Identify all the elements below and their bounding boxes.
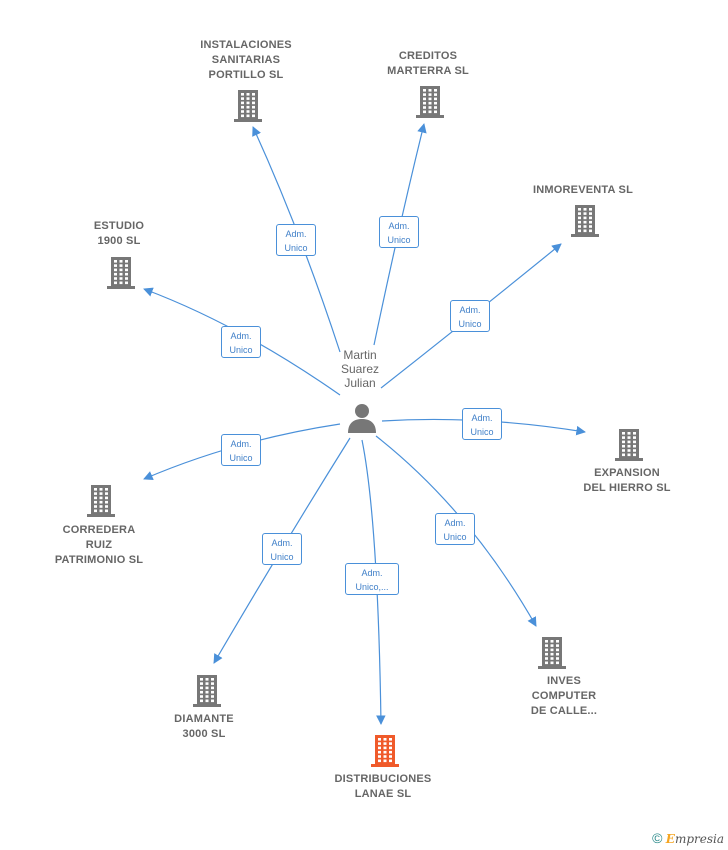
relation-label-estudio[interactable]: Adm.Unico — [221, 326, 261, 358]
empresia-watermark: © Empresia — [652, 830, 724, 846]
relation-label-diamante[interactable]: Adm.Unico — [262, 533, 302, 565]
building-icon[interactable] — [615, 427, 643, 461]
building-icon[interactable] — [416, 84, 444, 118]
relation-label-expansion[interactable]: Adm.Unico — [462, 408, 502, 440]
relation-label-inmoreventa[interactable]: Adm.Unico — [450, 300, 490, 332]
company-label-inmoreventa[interactable]: INMOREVENTA SL — [533, 184, 633, 196]
copyright-icon: © — [652, 830, 663, 846]
building-icon[interactable] — [107, 255, 135, 289]
edge-distribuciones — [361, 439, 386, 725]
relation-label-creditos[interactable]: Adm.Unico — [379, 216, 419, 248]
building-icon[interactable] — [87, 483, 115, 517]
building-icon[interactable] — [234, 88, 262, 122]
relation-label-instalaciones[interactable]: Adm.Unico — [276, 224, 316, 256]
relation-label-distribuciones[interactable]: Adm.Unico,... — [345, 563, 399, 595]
relation-label-inves[interactable]: Adm.Unico — [435, 513, 475, 545]
building-icon[interactable] — [371, 733, 399, 767]
building-icon[interactable] — [538, 635, 566, 669]
relation-label-corredera[interactable]: Adm.Unico — [221, 434, 261, 466]
building-icon[interactable] — [193, 673, 221, 707]
person-icon[interactable] — [347, 403, 377, 433]
building-icon[interactable] — [571, 203, 599, 237]
